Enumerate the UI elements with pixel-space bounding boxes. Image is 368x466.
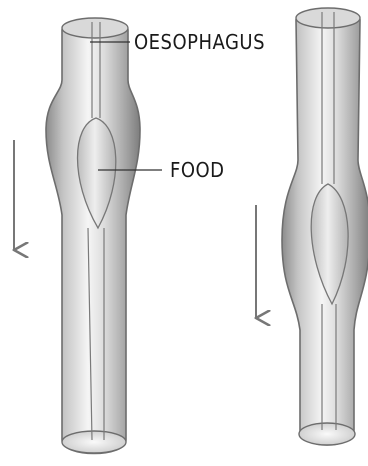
oesophagus-left-bottom-opening bbox=[62, 431, 126, 453]
oesophagus-right-top-opening bbox=[296, 8, 360, 28]
oesophagus-left-top-opening bbox=[62, 18, 128, 38]
oesophagus-label: OESOPHAGUS bbox=[134, 30, 265, 54]
oesophagus-right-bottom-opening bbox=[299, 423, 355, 445]
oesophagus-left bbox=[46, 18, 140, 454]
oesophagus-left-body bbox=[46, 21, 140, 454]
food-label: FOOD bbox=[170, 158, 225, 182]
oesophagus-right bbox=[282, 8, 368, 445]
